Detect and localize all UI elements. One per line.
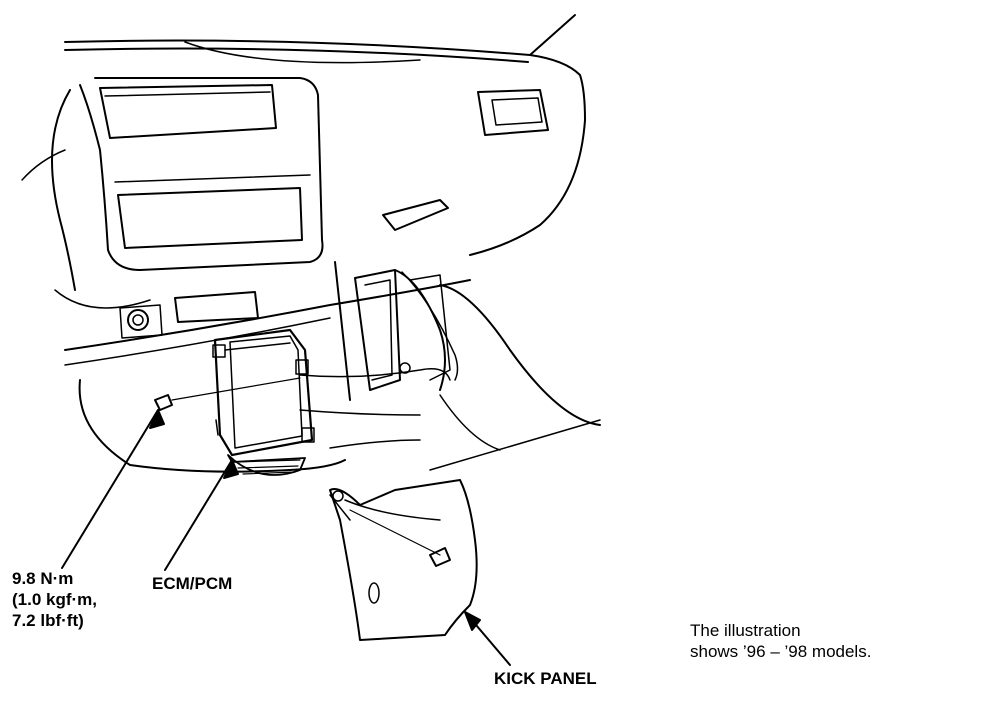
torque-leader-line — [61, 409, 159, 569]
ecm-pcm-label: ECM/PCM — [152, 574, 233, 593]
dash-top-edge — [64, 39, 586, 121]
ecm-leader-line — [164, 459, 233, 571]
torque-line-3: 7.2 lbf·ft) — [12, 611, 84, 630]
center-bracket — [354, 269, 401, 391]
right-vent — [477, 89, 549, 136]
torque-line-2: (1.0 kgf·m, — [12, 590, 98, 609]
torque-line-1: 9.8 N·m — [12, 569, 74, 588]
torque-spec-label: 9.8 N·m (1.0 kgf·m, 7.2 lbf·ft) — [12, 568, 97, 631]
ecm-connector — [227, 454, 306, 476]
wire-harness — [299, 368, 451, 381]
ecm-pcm-box — [213, 328, 314, 457]
radio-upper-slot — [99, 84, 277, 139]
dash-top-inner — [64, 47, 529, 63]
glove-box-handle — [382, 199, 449, 231]
knob — [127, 309, 149, 331]
model-note: The illustration shows ’96 – ’98 models. — [690, 620, 871, 662]
note-line-2: shows ’96 – ’98 models. — [690, 642, 872, 661]
kick-panel-outline — [329, 479, 478, 641]
kick-panel-clip — [429, 547, 451, 567]
windshield-line — [529, 14, 576, 56]
radio-lower-slot — [117, 187, 303, 249]
dash-right-edge — [469, 119, 586, 256]
note-line-1: The illustration — [690, 621, 801, 640]
ecm-bolt — [154, 394, 173, 411]
lower-cover — [78, 379, 346, 473]
center-console-outline — [79, 77, 324, 271]
kick-panel-label: KICK PANEL — [494, 669, 597, 688]
kick-area — [439, 284, 601, 426]
